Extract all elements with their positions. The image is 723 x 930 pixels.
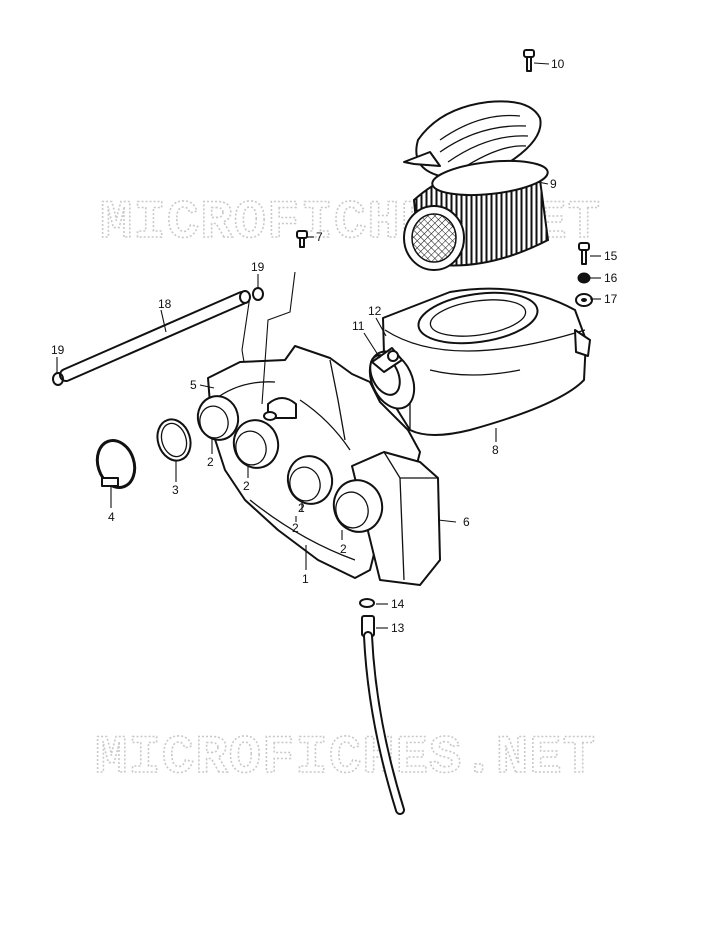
hose-clamp-4: [95, 439, 137, 489]
washer-16: [577, 272, 591, 284]
callout-19-right: 19: [251, 260, 265, 274]
callout-11: 11: [352, 319, 365, 333]
screw-7: [296, 230, 308, 248]
callout-17: 17: [604, 292, 618, 306]
callout-2a: 2: [207, 455, 214, 469]
callout-2d: 2: [292, 521, 299, 535]
callout-2c: 2: [298, 501, 305, 515]
air-filter-element: [403, 159, 550, 271]
cap-14: [359, 598, 375, 608]
callout-2b: 2: [243, 479, 250, 493]
callout-5: 5: [190, 378, 197, 392]
intake-ring-b: [232, 419, 280, 469]
intake-ring-a: [196, 395, 240, 441]
callout-4: 4: [108, 510, 115, 524]
air-cleaner-case: [382, 287, 591, 436]
callout-10: 10: [551, 57, 565, 71]
intake-ring-c: [286, 455, 334, 505]
connector-tube: [368, 347, 416, 410]
screw-10: [523, 49, 535, 72]
box-cover-6: [351, 451, 441, 586]
callout-15: 15: [604, 249, 618, 263]
callout-8: 8: [492, 443, 499, 457]
callout-2e: 2: [340, 542, 347, 556]
bolt-15: [578, 242, 590, 265]
callout-19-left: 19: [51, 343, 65, 357]
clip-19-left: [52, 372, 64, 386]
callout-6: 6: [463, 515, 470, 529]
callout-16: 16: [604, 271, 618, 285]
callout-12: 12: [368, 304, 382, 318]
drain-tube-13: [361, 615, 405, 815]
band-3: [156, 418, 192, 462]
grommet-17: [575, 293, 593, 307]
watermark-bottom: MICROFICHES.NET: [95, 728, 596, 789]
intake-ring-d: [332, 479, 384, 533]
callout-18: 18: [158, 297, 172, 311]
callout-13: 13: [391, 621, 405, 635]
callout-1: 1: [302, 572, 309, 586]
leader-lines: [56, 62, 601, 629]
callout-9: 9: [550, 177, 557, 191]
callout-14: 14: [391, 597, 405, 611]
clip-19-right: [252, 287, 264, 301]
callout-7: 7: [316, 230, 323, 244]
callout-3: 3: [172, 483, 179, 497]
